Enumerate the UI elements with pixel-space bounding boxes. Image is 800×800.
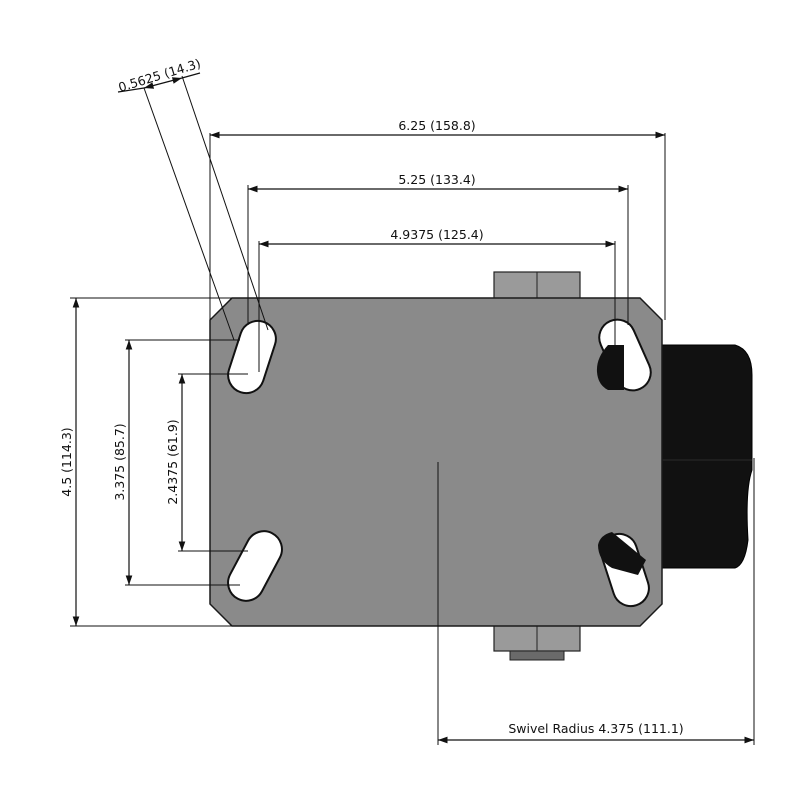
dim-label-overall-height: 4.5 (114.3) <box>59 427 74 496</box>
dim-label-overall-width: 6.25 (158.8) <box>398 118 475 133</box>
slot-top-left <box>227 319 277 395</box>
slot-bottom-left <box>227 530 283 602</box>
bottom-nut <box>493 624 581 661</box>
dim-label-swivel-radius: Swivel Radius 4.375 (111.1) <box>508 721 683 736</box>
dim-label-bolt-spacing-outer: 5.25 (133.4) <box>398 172 475 187</box>
top-nut <box>493 271 581 303</box>
dim-label-slot-width: 0.5625 (14.3) <box>116 56 202 95</box>
slot-top-right <box>596 318 652 392</box>
dim-label-bolt-height-outer: 3.375 (85.7) <box>112 423 127 500</box>
dim-label-bolt-height-inner: 2.4375 (61.9) <box>165 419 180 504</box>
top-plate <box>209 297 663 627</box>
dim-label-bolt-spacing-inner: 4.9375 (125.4) <box>390 227 483 242</box>
slot-bottom-right <box>598 532 650 608</box>
